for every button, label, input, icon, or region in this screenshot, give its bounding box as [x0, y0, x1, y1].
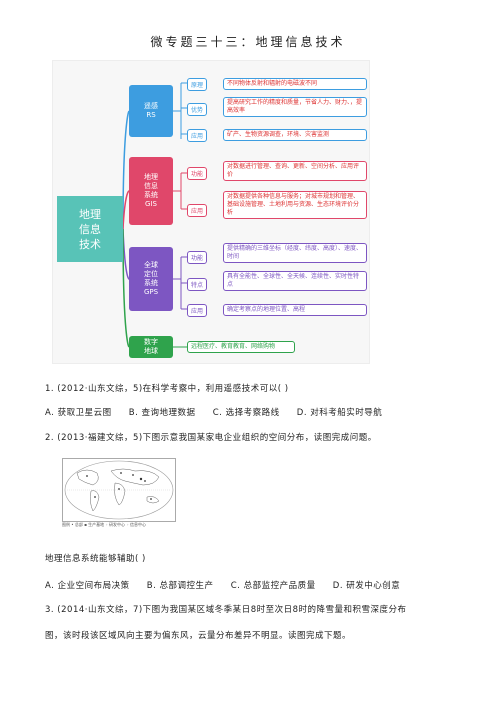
map-legend: 图例 • 总部 ▪ 生产基地 ◦ 研发中心 ◦ 信息中心	[62, 522, 146, 527]
q1-option-a: A. 获取卫星云图	[45, 408, 112, 418]
q2-option-c: C. 总部监控产品质量	[230, 581, 316, 591]
rs-text-application: 矿产、生物资源调查，环境、灾害监测	[223, 129, 367, 141]
gis-label-function: 功能	[187, 167, 208, 180]
gps-label-application: 应用	[187, 304, 208, 317]
page-title: 微专题三十三：地理信息技术	[150, 35, 346, 49]
mind-map-links	[122, 82, 187, 348]
gps-text-application: 确定考察点的地理位置、高程	[223, 304, 367, 316]
digital-earth-text: 远程医疗、教育教育、网络购物	[187, 341, 295, 353]
world-map-figure	[62, 458, 176, 522]
rs-label-advantage: 优势	[187, 103, 208, 116]
q1-option-b: B. 查询地理数据	[128, 408, 196, 418]
rs-label-principle: 原理	[187, 78, 208, 91]
world-map-image	[64, 460, 174, 520]
mind-map: 地理 信息 技术 遥感 RS 原理 不同物体反射和辐射的电磁波不同 优势 提高研…	[52, 60, 370, 364]
rs-label-application: 应用	[187, 129, 208, 142]
root-node: 地理 信息 技术	[57, 196, 123, 262]
gis-text-function: 对数据进行管理、查询、更新、空间分析、应用评价	[223, 161, 367, 181]
gps-text-function: 提供精确的三维坐标（经度、纬度、高度）、速度、时间	[223, 243, 367, 263]
rs-text-advantage: 提高研究工作的精度和质量，节省人力、财力、，提高效率	[223, 97, 367, 117]
question-3-line-1: 3. (2014·山东文综，7)下图为我国某区域冬季某日8时至次日8时的降雪量和…	[45, 605, 407, 615]
gps-text-feature: 具有全能性、全球性、全天候、连续性、实时性特点	[223, 271, 367, 291]
rs-text-principle: 不同物体反射和辐射的电磁波不同	[223, 78, 367, 90]
q2-option-d: D. 研发中心创意	[332, 581, 401, 591]
gis-label-application: 应用	[187, 204, 208, 217]
digital-earth-node: 数字 地球	[129, 336, 173, 358]
gps-node: 全球 定位 系统 GPS	[129, 247, 173, 311]
q1-option-d: D. 对科考船实时导航	[296, 408, 383, 418]
question-1-options: A. 获取卫星云图 B. 查询地理数据 C. 选择考察路线 D. 对科考船实时导…	[45, 406, 396, 418]
gis-text-application: 对数据提供各种信息与服务；对城市规划和管理、基础设施管理、土地利用与资源、生态环…	[223, 191, 367, 219]
gps-label-feature: 特点	[187, 278, 208, 291]
q2-option-b: B. 总部调控生产	[146, 581, 214, 591]
gis-node: 地理 信息 系统 GIS	[129, 157, 173, 225]
question-1: 1. (2012·山东文综，5)在科学考察中，利用遥感技术可以( )	[45, 384, 289, 394]
q2-option-a: A. 企业空间布局决策	[45, 581, 130, 591]
rs-node: 遥感 RS	[129, 85, 173, 137]
question-2-stem: 地理信息系统能够辅助( )	[45, 554, 146, 564]
gps-label-function: 功能	[187, 251, 208, 264]
question-2-options: A. 企业空间布局决策 B. 总部调控生产 C. 总部监控产品质量 D. 研发中…	[45, 579, 414, 591]
q1-option-c: C. 选择考察路线	[212, 408, 280, 418]
question-3-line-2: 图，该时段该区域风向主要为偏东风，云量分布差异不明显。读图完成下题。	[45, 631, 352, 641]
question-2: 2. (2013·福建文综，5)下图示意我国某家电企业组织的空间分布，读图完成问…	[45, 433, 377, 443]
